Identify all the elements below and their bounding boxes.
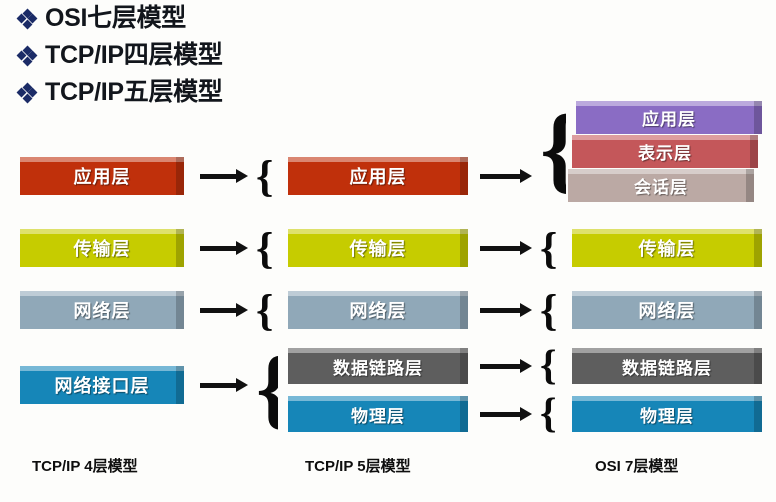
box-side-bevel <box>460 396 468 432</box>
layer-box-osi-physical[interactable]: 物理层 <box>572 396 762 432</box>
layer-box-osi-presentation[interactable]: 表示层 <box>572 135 758 168</box>
title-text: TCP/IP四层模型 <box>45 41 223 69</box>
layer-box-tcpip5-datalink[interactable]: 数据链路层 <box>288 348 468 384</box>
box-top-bevel <box>572 348 762 353</box>
layer-label: 物理层 <box>351 406 405 426</box>
arrow-right-icon <box>200 378 248 392</box>
arrow-right-icon <box>480 169 532 183</box>
box-top-bevel <box>20 157 184 162</box>
box-side-bevel <box>176 366 184 404</box>
arrow-right-icon <box>200 241 248 255</box>
box-side-bevel <box>460 229 468 267</box>
layer-label: 应用层 <box>642 110 696 129</box>
layer-label: 应用层 <box>73 167 131 187</box>
layer-box-osi-network[interactable]: 网络层 <box>572 291 762 329</box>
box-side-bevel <box>176 157 184 195</box>
box-side-bevel <box>176 291 184 329</box>
layer-box-osi-datalink[interactable]: 数据链路层 <box>572 348 762 384</box>
box-top-bevel <box>288 396 468 401</box>
box-top-bevel <box>288 229 468 234</box>
layer-label: 会话层 <box>634 178 688 197</box>
box-side-bevel <box>754 348 762 384</box>
brace-tcpip5-transport: { <box>256 227 274 271</box>
box-side-bevel <box>460 348 468 384</box>
layer-label: 物理层 <box>640 406 694 426</box>
arrow-right-icon <box>200 169 248 183</box>
arrow-right-icon <box>480 359 532 373</box>
layer-label: 传输层 <box>73 239 131 259</box>
layer-box-osi-session[interactable]: 会话层 <box>568 169 754 202</box>
title-list: OSI七层模型 TCP/IP四层模型 TCP/IP五层模型 <box>0 0 420 111</box>
box-side-bevel <box>750 135 758 168</box>
box-top-bevel <box>20 366 184 371</box>
layer-box-tcpip4-network-interface[interactable]: 网络接口层 <box>20 366 184 404</box>
brace-osi-transport: { <box>540 227 558 271</box>
box-side-bevel <box>754 396 762 432</box>
layer-label: 网络层 <box>638 301 696 321</box>
arrow-right-icon <box>200 303 248 317</box>
box-side-bevel <box>754 291 762 329</box>
layer-box-osi-application[interactable]: 应用层 <box>576 101 762 134</box>
layer-label: 网络接口层 <box>54 376 150 396</box>
caption-osi7: OSI 7层模型 <box>595 458 679 475</box>
brace-osi-upper-three: { <box>540 100 566 198</box>
box-top-bevel <box>20 229 184 234</box>
title-item-tcpip5: TCP/IP五层模型 <box>0 74 420 111</box>
diamond-bullet-icon <box>16 45 38 66</box>
layer-box-tcpip5-transport[interactable]: 传输层 <box>288 229 468 267</box>
layer-label: 数据链路层 <box>622 358 712 378</box>
layer-label: 传输层 <box>349 239 407 259</box>
brace-osi-physical: { <box>540 393 557 435</box>
box-side-bevel <box>460 291 468 329</box>
layer-label: 网络层 <box>73 301 131 321</box>
title-text: TCP/IP五层模型 <box>45 78 223 106</box>
layer-label: 应用层 <box>349 167 407 187</box>
layer-box-osi-transport[interactable]: 传输层 <box>572 229 762 267</box>
box-top-bevel <box>572 229 762 234</box>
arrow-right-icon <box>480 303 532 317</box>
layer-box-tcpip5-application[interactable]: 应用层 <box>288 157 468 195</box>
box-side-bevel <box>746 169 754 202</box>
title-item-tcpip4: TCP/IP四层模型 <box>0 37 420 74</box>
layer-label: 表示层 <box>638 144 692 163</box>
box-top-bevel <box>288 291 468 296</box>
box-side-bevel <box>754 101 762 134</box>
caption-tcpip4: TCP/IP 4层模型 <box>32 458 138 475</box>
layer-box-tcpip4-network[interactable]: 网络层 <box>20 291 184 329</box>
diamond-bullet-icon <box>16 8 38 29</box>
box-side-bevel <box>754 229 762 267</box>
box-top-bevel <box>288 157 468 162</box>
box-top-bevel <box>20 291 184 296</box>
layer-box-tcpip5-physical[interactable]: 物理层 <box>288 396 468 432</box>
title-text: OSI七层模型 <box>45 4 186 32</box>
box-top-bevel <box>572 291 762 296</box>
layer-label: 网络层 <box>349 301 407 321</box>
brace-osi-datalink: { <box>540 345 557 387</box>
arrow-right-icon <box>480 241 532 255</box>
caption-tcpip5: TCP/IP 5层模型 <box>305 458 411 475</box>
layer-label: 数据链路层 <box>333 358 423 378</box>
title-item-osi: OSI七层模型 <box>0 0 420 37</box>
layer-box-tcpip4-application[interactable]: 应用层 <box>20 157 184 195</box>
layer-box-tcpip4-transport[interactable]: 传输层 <box>20 229 184 267</box>
box-side-bevel <box>176 229 184 267</box>
box-top-bevel <box>572 396 762 401</box>
diamond-bullet-icon <box>16 82 38 103</box>
brace-tcpip5-application: { <box>256 155 274 199</box>
box-side-bevel <box>460 157 468 195</box>
brace-tcpip5-link-physical: { <box>256 344 278 434</box>
brace-tcpip5-network: { <box>256 289 274 333</box>
arrow-right-icon <box>480 407 532 421</box>
brace-osi-network: { <box>540 289 558 333</box>
box-top-bevel <box>288 348 468 353</box>
layer-label: 传输层 <box>638 239 696 259</box>
layer-box-tcpip5-network[interactable]: 网络层 <box>288 291 468 329</box>
